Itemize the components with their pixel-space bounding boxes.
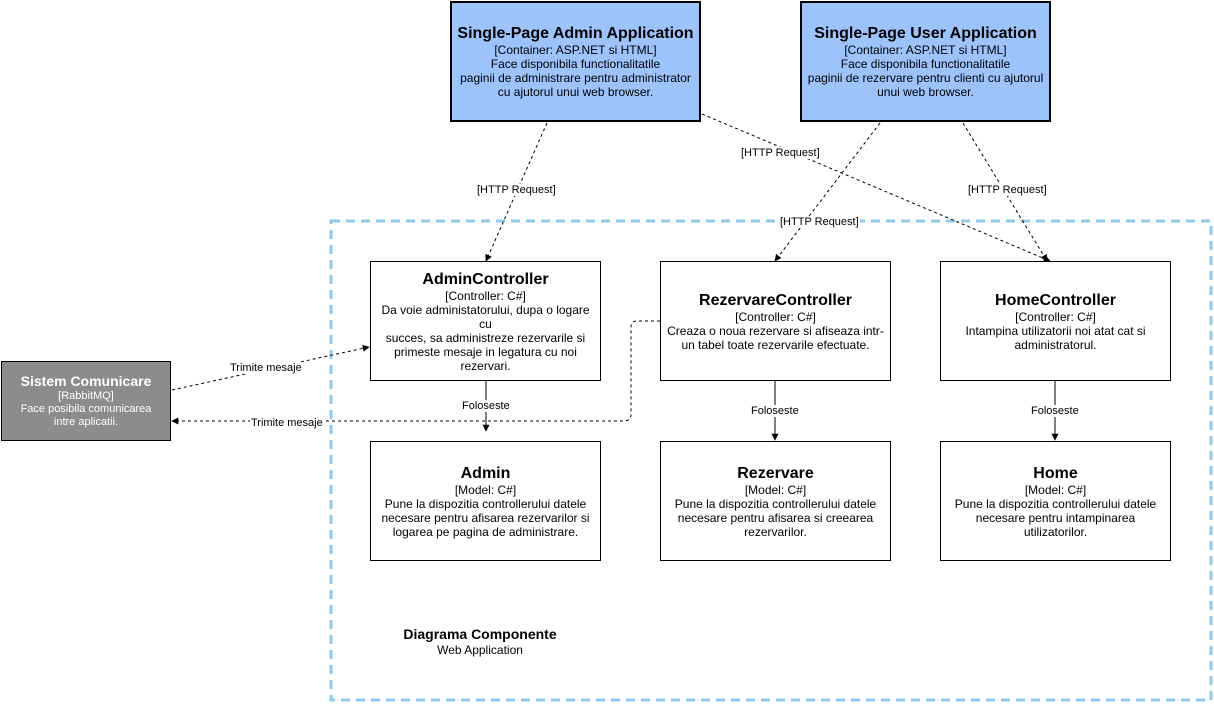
edge-label-admin-uses: Foloseste — [461, 400, 511, 412]
user-app-title: Single-Page User Application — [814, 25, 1037, 42]
home-model-node[interactable]: Home [Model: C#] Pune la dispozitia cont… — [940, 441, 1171, 561]
sistem-comunicare-node[interactable]: Sistem Comunicare [RabbitMQ] Face posibi… — [1, 361, 171, 441]
rezervare-controller-desc-line: Creaza o noua rezervare si afiseaza intr… — [667, 323, 884, 338]
boundary-subtitle: Web Application — [437, 643, 523, 657]
admin-controller-title: AdminController — [422, 270, 549, 288]
user-app-desc-line: paginii de rezervare pentru clienti cu a… — [807, 71, 1044, 85]
rezervare-model-title: Rezervare — [737, 464, 814, 482]
edge-rezervare-controller-to-sistem — [171, 320, 660, 425]
admin-app-title: Single-Page Admin Application — [457, 25, 694, 42]
rezervare-controller-title: RezervareController — [699, 291, 852, 309]
edge-sistem-to-admin-controller — [171, 344, 370, 391]
system-boundary — [329, 219, 1213, 702]
home-controller-title: HomeController — [995, 291, 1116, 309]
sistem-comunicare-tech: [RabbitMQ] — [58, 390, 114, 402]
admin-app-desc-line: paginii de administrare pentru administr… — [460, 71, 691, 85]
edge-label-home-uses: Foloseste — [1030, 405, 1080, 417]
sistem-comunicare-desc-line: intre aplicatii. — [53, 416, 119, 428]
edge-label-rezervare-controller-sistem: Trimite mesaje — [250, 417, 324, 429]
user-app-desc-line: Face disponibila functionalitatile — [840, 57, 1011, 71]
admin-controller-tech: [Controller: C#] — [445, 288, 526, 303]
rezervare-model-desc-line: Pune la dispozitia controllerului datele — [674, 496, 877, 511]
rezervare-model-node[interactable]: Rezervare [Model: C#] Pune la dispozitia… — [660, 441, 891, 561]
home-model-title: Home — [1033, 464, 1078, 482]
admin-model-tech: [Model: C#] — [454, 482, 517, 497]
home-controller-tech: [Controller: C#] — [1015, 309, 1096, 324]
edge-label-user-app-rezervare-controller: [HTTP Request] — [779, 216, 860, 228]
rezervare-controller-node[interactable]: RezervareController [Controller: C#] Cre… — [660, 261, 891, 381]
edge-admin-app-to-home-controller — [701, 113, 1051, 262]
boundary-title-block: Diagrama Componente Web Application — [380, 626, 580, 657]
admin-app-tech: [Container: ASP.NET si HTML] — [494, 43, 657, 57]
edge-label-admin-app-home-controller: [HTTP Request] — [740, 147, 821, 159]
admin-app-desc-line: cu ajutorul unui web browser. — [497, 85, 654, 99]
sistem-comunicare-desc-line: Face posibila comunicarea — [20, 403, 152, 415]
edge-label-user-app-home-controller: [HTTP Request] — [967, 184, 1048, 196]
edge-label-sistem-admin-controller: Trimite mesaje — [229, 362, 303, 374]
admin-controller-desc-line: Da voie administatorului, dupa o logare … — [381, 302, 590, 331]
admin-controller-desc-line: primeste mesaje in legatura cu noi — [394, 344, 577, 359]
user-app-container[interactable]: Single-Page User Application [Container:… — [800, 1, 1051, 122]
rezervare-model-desc-line: rezervarilor. — [744, 524, 807, 539]
admin-model-node[interactable]: Admin [Model: C#] Pune la dispozitia con… — [370, 441, 601, 561]
edge-label-admin-app-admin-controller: [HTTP Request] — [476, 184, 557, 196]
admin-model-desc-line: logarea pe pagina de administrare. — [392, 524, 579, 539]
edge-admin-app-to-admin-controller — [485, 122, 548, 262]
rezervare-model-desc-line: necesare pentru afisarea si creearea — [677, 510, 874, 525]
rezervare-model-tech: [Model: C#] — [744, 482, 807, 497]
rezervare-controller-desc-line: un tabel toate rezervarile efectuate. — [681, 337, 870, 352]
admin-model-desc-line: necesare pentru afisarea rezervarilor si — [381, 510, 590, 525]
admin-app-container[interactable]: Single-Page Admin Application [Container… — [450, 1, 701, 122]
home-model-desc-line: Pune la dispozitia controllerului datele — [954, 496, 1157, 511]
rezervare-controller-tech: [Controller: C#] — [735, 309, 816, 324]
home-model-tech: [Model: C#] — [1024, 482, 1087, 497]
edge-label-rezervare-uses: Foloseste — [750, 405, 800, 417]
home-controller-desc-line: administratorul. — [1014, 337, 1097, 352]
admin-controller-desc-line: succes, sa administreze rezervarile si — [385, 330, 586, 345]
admin-model-desc-line: Pune la dispozitia controllerului datele — [384, 496, 587, 511]
user-app-desc-line: unui web browser. — [877, 85, 974, 99]
admin-controller-node[interactable]: AdminController [Controller: C#] Da voie… — [370, 261, 601, 381]
sistem-comunicare-title: Sistem Comunicare — [20, 373, 152, 389]
home-controller-node[interactable]: HomeController [Controller: C#] Intampin… — [940, 261, 1171, 381]
admin-model-title: Admin — [460, 464, 511, 482]
user-app-tech: [Container: ASP.NET si HTML] — [844, 43, 1007, 57]
admin-controller-desc-line: rezervari. — [460, 358, 511, 373]
home-controller-desc-line: Intampina utilizatorii noi atat cat si — [965, 323, 1146, 338]
home-model-desc-line: necesare pentru intampinarea utilizatori… — [975, 510, 1136, 539]
edge-user-app-to-rezervare-controller — [774, 122, 881, 262]
admin-app-desc-line: Face disponibila functionalitatile — [490, 57, 661, 71]
boundary-title: Diagrama Componente — [403, 626, 557, 642]
